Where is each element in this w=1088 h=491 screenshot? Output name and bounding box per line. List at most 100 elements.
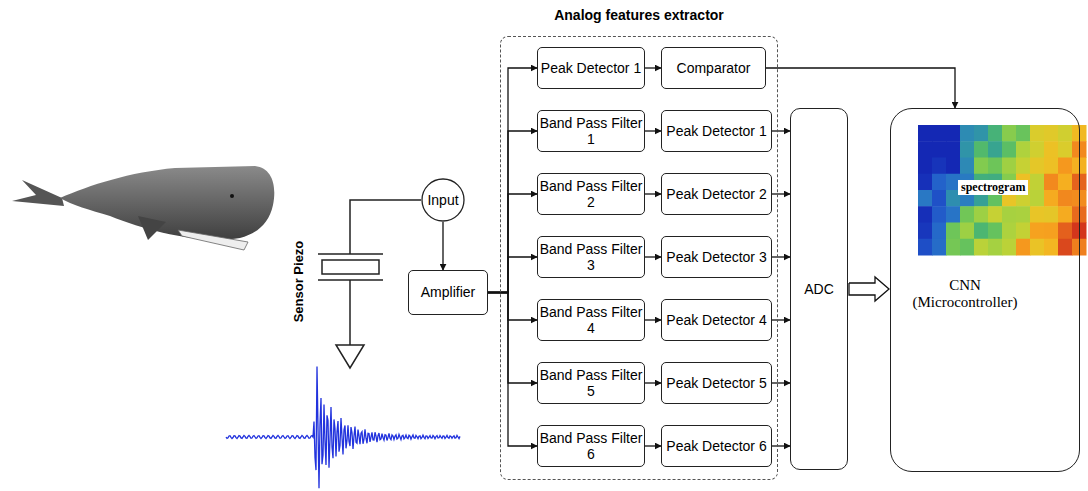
spectrogram-cell bbox=[1030, 206, 1045, 223]
node-label: ADC bbox=[804, 281, 834, 297]
spectrogram-cell bbox=[1016, 223, 1031, 240]
spectrogram-cell bbox=[932, 190, 947, 207]
peak-detector-box: Peak Detector 2 bbox=[661, 173, 772, 215]
node-label: CNN (Microcontroller) bbox=[895, 277, 1035, 312]
ground-symbol bbox=[336, 345, 364, 368]
signal-arrow bbox=[442, 222, 443, 270]
spectrogram-cell bbox=[932, 158, 947, 175]
spectrogram-cell bbox=[1058, 174, 1073, 191]
band-pass-filter-box: Band Pass Filter 1 bbox=[537, 110, 645, 152]
band-pass-filter-box: Band Pass Filter 6 bbox=[537, 425, 645, 467]
image-label: spectrogram bbox=[958, 180, 1028, 195]
spectrogram-cell bbox=[1002, 141, 1017, 158]
spectrogram-cell bbox=[988, 158, 1003, 175]
signal-arrow bbox=[488, 194, 537, 293]
node-label: Input bbox=[427, 192, 458, 208]
spectrogram-cell bbox=[960, 158, 975, 175]
spectrogram-cell bbox=[946, 223, 961, 240]
spectrogram-cell bbox=[932, 206, 947, 223]
spectrogram-cell bbox=[1058, 223, 1073, 240]
spectrogram-cell bbox=[1030, 141, 1045, 158]
spectrogram-cell bbox=[960, 223, 975, 240]
comparator-box: Comparator bbox=[661, 47, 766, 89]
spectrogram-cell bbox=[960, 239, 975, 256]
band-pass-filter-box: Band Pass Filter 2 bbox=[537, 173, 645, 215]
node-label: Peak Detector 2 bbox=[666, 186, 766, 202]
spectrogram-cell bbox=[932, 174, 947, 191]
spectrogram-cell bbox=[1044, 158, 1059, 175]
spectrogram-cell bbox=[960, 125, 975, 142]
input-circle: Input bbox=[421, 178, 465, 222]
piezo-plate bbox=[318, 253, 383, 255]
node-label: Peak Detector 6 bbox=[666, 438, 766, 454]
spectrogram-cell bbox=[988, 125, 1003, 142]
spectrogram-cell bbox=[974, 158, 989, 175]
spectrogram-cell bbox=[960, 141, 975, 158]
whale-eye bbox=[230, 194, 234, 198]
signal-arrow bbox=[772, 382, 790, 383]
whale-body bbox=[60, 166, 274, 240]
spectrogram-image bbox=[918, 125, 1087, 256]
peak-detector-box: Peak Detector 6 bbox=[661, 425, 772, 467]
node-label: Amplifier bbox=[421, 284, 475, 300]
signal-arrow bbox=[645, 382, 661, 383]
spectrogram-cell bbox=[1044, 223, 1059, 240]
block-arrow bbox=[849, 277, 889, 301]
band-pass-filter-box: Band Pass Filter 4 bbox=[537, 299, 645, 341]
node-label: Peak Detector 1 bbox=[541, 60, 641, 76]
spectrogram-cell bbox=[1044, 190, 1059, 207]
node-label: Comparator bbox=[677, 60, 751, 76]
node-label: Peak Detector 3 bbox=[666, 249, 766, 265]
spectrogram-cell bbox=[1044, 206, 1059, 223]
spectrogram-cell bbox=[988, 239, 1003, 256]
spectrogram-cell bbox=[1002, 239, 1017, 256]
spectrogram-cell bbox=[918, 158, 933, 175]
peak-detector-box: Peak Detector 5 bbox=[661, 362, 772, 404]
group-heading: Analog features extractor bbox=[501, 7, 777, 23]
spectrogram-cell bbox=[988, 223, 1003, 240]
spectrogram-cell bbox=[1016, 125, 1031, 142]
piezo-crystal bbox=[322, 260, 379, 274]
spectrogram-cell bbox=[988, 206, 1003, 223]
spectrogram-cell bbox=[1058, 158, 1073, 175]
spectrogram-cell bbox=[1058, 125, 1073, 142]
spectrogram-cell bbox=[960, 206, 975, 223]
spectrogram-cell bbox=[974, 223, 989, 240]
signal-arrow bbox=[645, 445, 661, 446]
whale-illustration bbox=[12, 166, 274, 250]
spectrogram-cell bbox=[1030, 190, 1045, 207]
ground-wire bbox=[349, 280, 351, 345]
signal-arrow bbox=[645, 256, 661, 257]
waveform bbox=[226, 366, 460, 488]
band-pass-filter-box: Band Pass Filter 3 bbox=[537, 236, 645, 278]
peak-detector-box: Peak Detector 4 bbox=[661, 299, 772, 341]
signal-arrow bbox=[772, 256, 790, 257]
spectrogram-cell bbox=[932, 223, 947, 240]
node-label: Band Pass Filter 2 bbox=[538, 178, 644, 210]
spectrogram-cell bbox=[1058, 206, 1073, 223]
peak-detector-box: Peak Detector 1 bbox=[537, 47, 645, 89]
spectrogram-cell bbox=[1030, 239, 1045, 256]
spectrogram-cell bbox=[1044, 174, 1059, 191]
signal-arrow bbox=[488, 68, 537, 293]
signal-arrow bbox=[772, 130, 790, 131]
spectrogram-cell bbox=[1016, 141, 1031, 158]
peak-detector-box: Peak Detector 3 bbox=[661, 236, 772, 278]
amplifier-box: Amplifier bbox=[408, 270, 488, 315]
node-label: Peak Detector 4 bbox=[666, 312, 766, 328]
spectrogram-cell bbox=[1058, 190, 1073, 207]
circle-shape bbox=[422, 179, 464, 221]
sensor-wire bbox=[350, 200, 421, 254]
spectrogram-cell bbox=[1030, 158, 1045, 175]
spectrogram-cell bbox=[932, 239, 947, 256]
signal-arrow bbox=[645, 67, 661, 68]
adc-box: ADC bbox=[790, 108, 848, 470]
spectrogram-cell bbox=[1016, 239, 1031, 256]
spectrogram-cell bbox=[918, 223, 933, 240]
cnn-box: CNN (Microcontroller) bbox=[890, 108, 1080, 472]
spectrogram-cell bbox=[932, 125, 947, 142]
spectrogram-cell bbox=[1030, 223, 1045, 240]
spectrogram-cell bbox=[974, 141, 989, 158]
signal-arrow bbox=[772, 193, 790, 194]
spectrogram-cell bbox=[1044, 125, 1059, 142]
